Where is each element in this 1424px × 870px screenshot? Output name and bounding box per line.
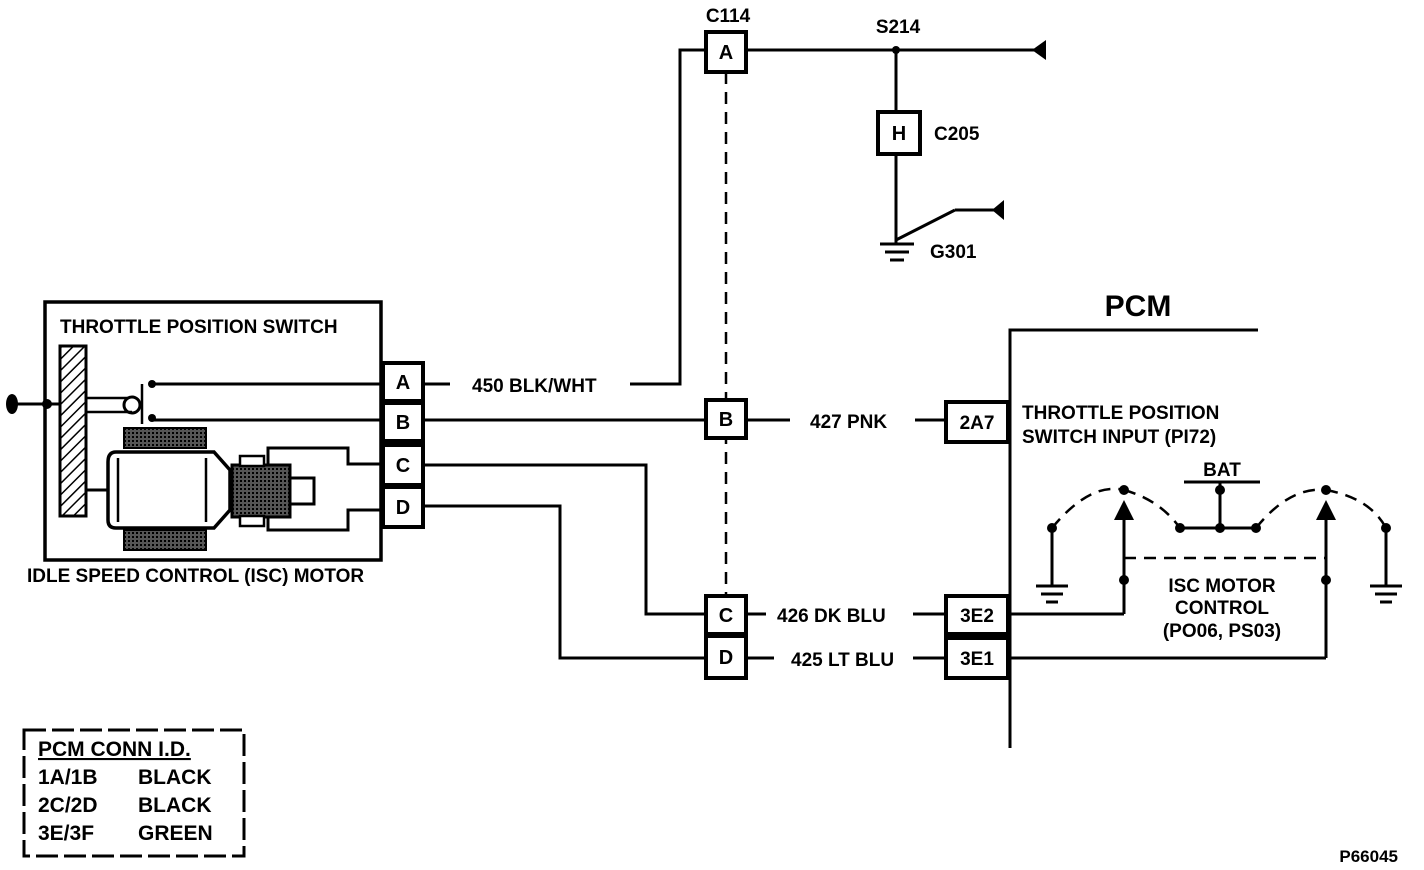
s214-label: S214 bbox=[876, 17, 921, 38]
legend-row-1-conn: 1A/1B bbox=[38, 766, 98, 789]
wire-450-label: 450 BLK/WHT bbox=[472, 376, 597, 397]
wire-450 bbox=[630, 48, 706, 386]
gear-cap-bottom bbox=[238, 514, 266, 528]
isc-control-line3: (PO06, PS03) bbox=[1163, 621, 1281, 642]
component-pin-a: A bbox=[396, 372, 410, 394]
c205-pin: H bbox=[892, 123, 906, 145]
wire-426-label: 426 DK BLU bbox=[777, 606, 886, 627]
pcm-conn-legend: PCM CONN I.D. 1A/1B BLACK 2C/2D BLACK 3E… bbox=[22, 728, 246, 858]
component-subtitle: IDLE SPEED CONTROL (ISC) MOTOR bbox=[27, 566, 364, 587]
component-pin-b: B bbox=[396, 412, 410, 434]
bus-terminal-arrow bbox=[1032, 40, 1046, 60]
pcm-pin-2a7: 2A7 bbox=[960, 413, 995, 434]
coil-top bbox=[123, 427, 207, 449]
component-pin-c: C bbox=[396, 455, 410, 477]
component-title: THROTTLE POSITION SWITCH bbox=[60, 317, 338, 338]
component-pin-b-box bbox=[381, 401, 425, 443]
pcm-pin-3e2-box bbox=[944, 594, 1010, 636]
pcm-pin-3e2: 3E2 bbox=[960, 606, 994, 627]
c114-label: C114 bbox=[706, 6, 751, 27]
wire-425-label: 425 LT BLU bbox=[791, 650, 894, 671]
g301-label: G301 bbox=[930, 242, 977, 263]
c114-pin-b: B bbox=[719, 409, 733, 431]
tps-input-line1: THROTTLE POSITION bbox=[1022, 403, 1219, 424]
isc-control-line2: CONTROL bbox=[1175, 598, 1269, 619]
motor-body bbox=[106, 450, 232, 530]
c114-pin-d: D bbox=[719, 647, 733, 669]
legend-header: PCM CONN I.D. bbox=[38, 738, 191, 761]
isc-control-line1: ISC MOTOR bbox=[1168, 576, 1276, 597]
pcm-pin-3e1-box bbox=[944, 636, 1010, 680]
c114-pin-c: C bbox=[719, 605, 733, 627]
wire-427-label: 427 PNK bbox=[810, 412, 887, 433]
legend-row-2-color: BLACK bbox=[138, 794, 212, 817]
pcm-pin-3e1: 3E1 bbox=[960, 649, 994, 670]
legend-row-1-color: BLACK bbox=[138, 766, 212, 789]
plunger bbox=[288, 476, 316, 506]
c205-label: C205 bbox=[934, 124, 980, 145]
isc-motor-component: THROTTLE POSITION SWITCH IDLE SPEED CONT… bbox=[6, 300, 425, 587]
throttle-shaft-end bbox=[6, 394, 18, 414]
bat-label: BAT bbox=[1203, 460, 1241, 481]
pcm-module: PCM 2A7 3E2 3E1 THROTTLE POSITION SWITCH… bbox=[944, 290, 1402, 748]
pcm-title: PCM bbox=[1105, 290, 1172, 323]
legend-row-2-conn: 2C/2D bbox=[38, 794, 98, 817]
top-harness: C114 A S214 H C205 G301 bbox=[630, 6, 1046, 386]
legend-row-3-conn: 3E/3F bbox=[38, 822, 94, 845]
coil-bottom bbox=[123, 529, 207, 551]
harness-wires: 450 BLK/WHT B 427 PNK C D 426 DK BLU 425… bbox=[423, 376, 946, 680]
legend-row-3-color: GREEN bbox=[138, 822, 213, 845]
gear-housing bbox=[230, 463, 292, 519]
g301-terminal-arrow bbox=[992, 200, 1004, 220]
c205-box bbox=[876, 110, 922, 156]
throttle-plate bbox=[58, 344, 88, 518]
pcm-pin-2a7-box bbox=[944, 400, 1010, 444]
tps-input-line2: SWITCH INPUT (PI72) bbox=[1022, 427, 1216, 448]
figure-id: P66045 bbox=[1339, 847, 1398, 866]
c114-pin-a: A bbox=[719, 42, 733, 64]
component-pin-d: D bbox=[396, 497, 410, 519]
gear-cap-top bbox=[238, 454, 266, 468]
legend-box bbox=[22, 728, 246, 858]
